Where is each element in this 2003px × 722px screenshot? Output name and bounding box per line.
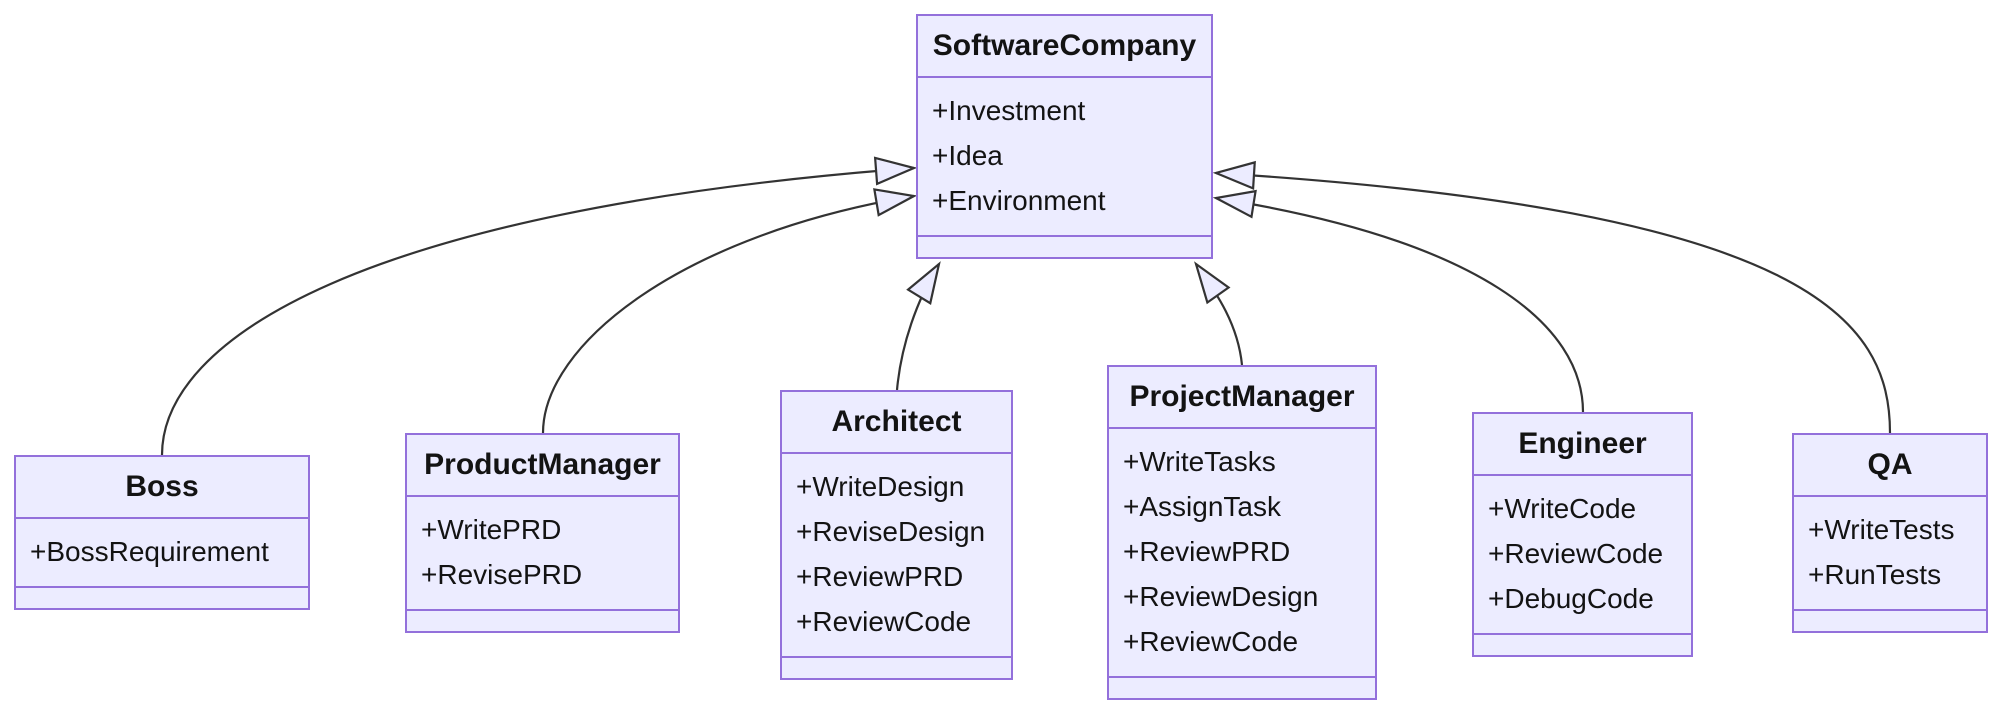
class-member: +ReviseDesign: [796, 516, 986, 547]
class-members: +Investment +Idea +Environment: [918, 78, 1211, 237]
class-members: +WritePRD +RevisePRD: [407, 497, 678, 611]
class-members: +BossRequirement: [16, 519, 308, 588]
edge-architect-to-softwarecompany: [895, 261, 941, 391]
class-member: +RevisePRD: [421, 559, 583, 590]
class-members: +WriteTasks +AssignTask +ReviewPRD +Revi…: [1109, 429, 1375, 678]
class-member: +ReviewPRD: [796, 561, 964, 592]
class-member: +ReviewCode: [1123, 626, 1299, 657]
class-member: +AssignTask: [1123, 491, 1281, 522]
class-methods-empty: [1794, 611, 1986, 631]
class-methods-empty: [16, 588, 308, 608]
class-methods-empty: [1109, 678, 1375, 698]
class-members: +WriteCode +ReviewCode +DebugCode: [1474, 476, 1691, 635]
class-methods-empty: [782, 658, 1011, 678]
class-member: +WriteTests: [1808, 514, 1955, 545]
class-methods-empty: [918, 237, 1211, 257]
edge-productmanager-to-softwarecompany: [541, 188, 918, 434]
class-member: +ReviewCode: [1488, 538, 1664, 569]
class-member: +Environment: [932, 185, 1106, 216]
class-title: SoftwareCompany: [918, 16, 1211, 78]
class-node-architect: Architect +WriteDesign +ReviseDesign +Re…: [780, 390, 1013, 680]
class-member: +ReviewDesign: [1123, 581, 1319, 612]
class-title: Architect: [782, 392, 1011, 454]
edge-engineer-to-softwarecompany: [1212, 189, 1585, 413]
class-title: ProjectManager: [1109, 367, 1375, 429]
class-member: +Idea: [932, 140, 1003, 171]
edge-projectmanager-to-softwarecompany: [1194, 261, 1244, 366]
class-node-qa: QA +WriteTests +RunTests: [1792, 433, 1988, 633]
class-methods-empty: [407, 611, 678, 631]
class-member: +WritePRD: [421, 514, 562, 545]
class-title: ProductManager: [407, 435, 678, 497]
class-members: +WriteDesign +ReviseDesign +ReviewPRD +R…: [782, 454, 1011, 658]
class-node-productmanager: ProductManager +WritePRD +RevisePRD: [405, 433, 680, 633]
class-member: +WriteCode: [1488, 493, 1637, 524]
class-node-softwarecompany: SoftwareCompany +Investment +Idea +Envir…: [916, 14, 1213, 259]
class-member: +BossRequirement: [30, 536, 269, 567]
class-members: +WriteTests +RunTests: [1794, 497, 1986, 611]
class-member: +WriteTasks: [1123, 446, 1276, 477]
class-member: +Investment: [932, 95, 1086, 126]
class-node-engineer: Engineer +WriteCode +ReviewCode +DebugCo…: [1472, 412, 1693, 657]
class-title: QA: [1794, 435, 1986, 497]
class-methods-empty: [1474, 635, 1691, 655]
edge-boss-to-softwarecompany: [160, 156, 918, 456]
class-member: +WriteDesign: [796, 471, 965, 502]
class-member: +DebugCode: [1488, 583, 1654, 614]
class-member: +ReviewPRD: [1123, 536, 1291, 567]
class-title: Boss: [16, 457, 308, 519]
class-member: +ReviewCode: [796, 606, 972, 637]
edge-qa-to-softwarecompany: [1212, 160, 1892, 434]
class-node-boss: Boss +BossRequirement: [14, 455, 310, 610]
class-member: +RunTests: [1808, 559, 1942, 590]
class-title: Engineer: [1474, 414, 1691, 476]
class-node-projectmanager: ProjectManager +WriteTasks +AssignTask +…: [1107, 365, 1377, 700]
